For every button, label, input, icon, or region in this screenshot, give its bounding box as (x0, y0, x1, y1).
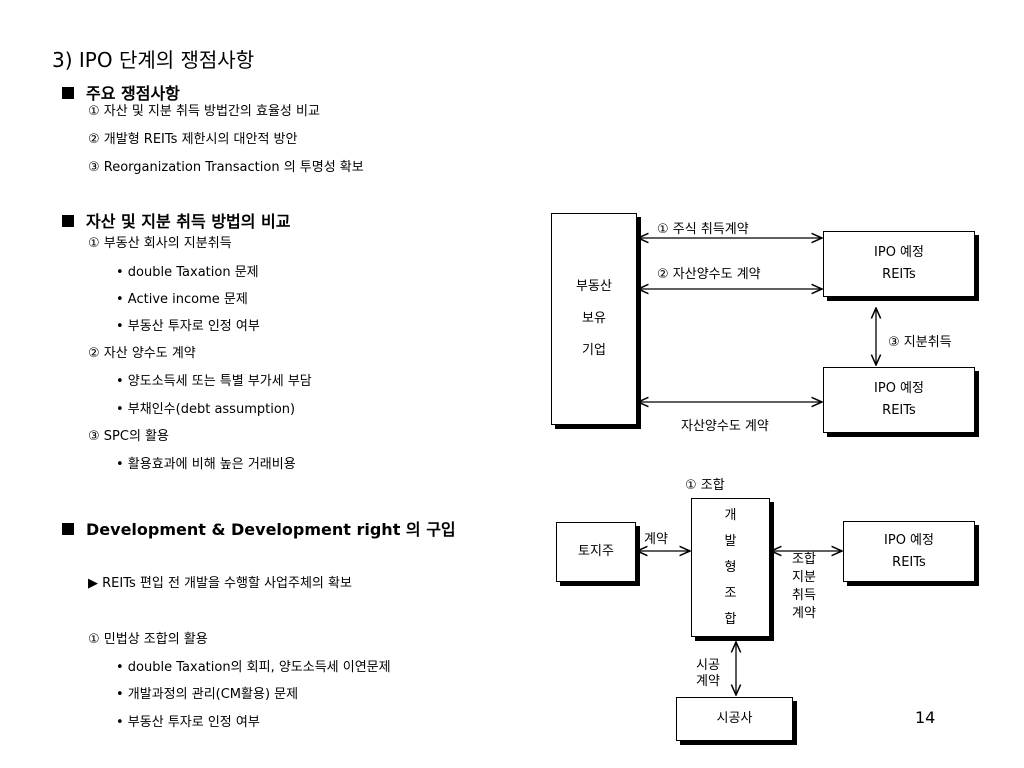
label-line: 조합 (792, 552, 816, 567)
box-text: 개 (724, 507, 737, 523)
label-line: 지분 (792, 570, 816, 585)
box-text: REITs (882, 403, 916, 418)
box-text: IPO 예정 (874, 245, 924, 260)
label-line: 계약 (792, 606, 816, 621)
section3-heading: Development & Development right 의 구입 (62, 516, 456, 540)
label-partnership: ① 조합 (685, 478, 725, 493)
ipo-reits-box-dev: IPO 예정 REITs (843, 521, 975, 582)
box-text: REITs (882, 267, 916, 282)
section2-line: • 부채인수(debt assumption) (116, 402, 296, 417)
box-text: IPO 예정 (884, 532, 934, 548)
label-stock-acquisition: ① 주식 취득계약 (657, 222, 749, 237)
section2-line: • 양도소득세 또는 특별 부가세 부담 (116, 374, 312, 389)
section3-arrow-line: ▶ REITs 편입 전 개발을 수행할 사업주체의 확보 (88, 576, 352, 591)
box-text: 보유 (582, 311, 606, 326)
section2-heading: 자산 및 지분 취득 방법의 비교 (62, 208, 291, 232)
section1-heading: 주요 쟁점사항 (62, 80, 180, 104)
section2-line: ① 부동산 회사의 지분취득 (88, 236, 232, 251)
box-text: 부동산 (576, 279, 612, 294)
box-text: 발 (724, 533, 737, 549)
section1-item: ② 개발형 REITs 제한시의 대안적 방안 (88, 132, 298, 147)
square-bullet-icon (62, 87, 74, 99)
section2-line: • double Taxation 문제 (116, 265, 259, 280)
box-text: 기업 (582, 343, 606, 358)
landowner-box: 토지주 (556, 522, 636, 582)
section2-line: ② 자산 양수도 계약 (88, 346, 196, 361)
section3-line: ① 민법상 조합의 활용 (88, 632, 208, 647)
box-text: 조 (724, 585, 737, 601)
label-asset-transfer-bottom: 자산양수도 계약 (681, 419, 769, 434)
label-equity-contract: 조합 지분 취득 계약 (786, 551, 822, 623)
label-contract: 계약 (644, 532, 668, 547)
box-text: REITs (892, 554, 926, 570)
label-line: 계약 (696, 674, 720, 689)
page-title: 3) IPO 단계의 쟁점사항 (52, 48, 255, 72)
page-number: 14 (915, 708, 936, 727)
section1-item: ③ Reorganization Transaction 의 투명성 확보 (88, 160, 364, 175)
section3-heading-text: Development & Development right 의 구입 (86, 520, 456, 539)
section3-line: • double Taxation의 회피, 양도소득세 이연문제 (116, 660, 391, 675)
section1-heading-text: 주요 쟁점사항 (86, 84, 180, 103)
label-construction-contract: 시공 계약 (690, 658, 726, 690)
section2-heading-text: 자산 및 지분 취득 방법의 비교 (86, 212, 291, 231)
label-line: 취득 (792, 588, 816, 603)
box-text: 시공사 (716, 711, 753, 726)
box-text: 토지주 (578, 544, 614, 559)
square-bullet-icon (62, 523, 74, 535)
label-line: 시공 (696, 658, 720, 673)
contractor-box: 시공사 (676, 697, 793, 741)
box-text: 형 (724, 559, 737, 575)
section2-line: • 부동산 투자로 인정 여부 (116, 319, 260, 334)
box-text: IPO 예정 (874, 381, 924, 396)
label-asset-transfer: ② 자산양수도 계약 (657, 267, 761, 282)
development-partnership-box: 개 발 형 조 합 (691, 498, 770, 637)
box-text: 합 (724, 611, 737, 627)
label-equity-acquisition: ③ 지분취득 (888, 335, 952, 350)
real-estate-company-box: 부동산 보유 기업 (551, 213, 637, 425)
ipo-reits-box-bottom: IPO 예정 REITs (823, 367, 975, 433)
section2-line: • Active income 문제 (116, 292, 248, 307)
section2-line: • 활용효과에 비해 높은 거래비용 (116, 457, 296, 472)
section1-item: ① 자산 및 지분 취득 방법간의 효율성 비교 (88, 104, 320, 119)
section2-line: ③ SPC의 활용 (88, 429, 169, 444)
square-bullet-icon (62, 215, 74, 227)
ipo-reits-box-top: IPO 예정 REITs (823, 231, 975, 297)
section3-line: • 개발과정의 관리(CM활용) 문제 (116, 687, 299, 702)
section3-line: • 부동산 투자로 인정 여부 (116, 715, 260, 730)
